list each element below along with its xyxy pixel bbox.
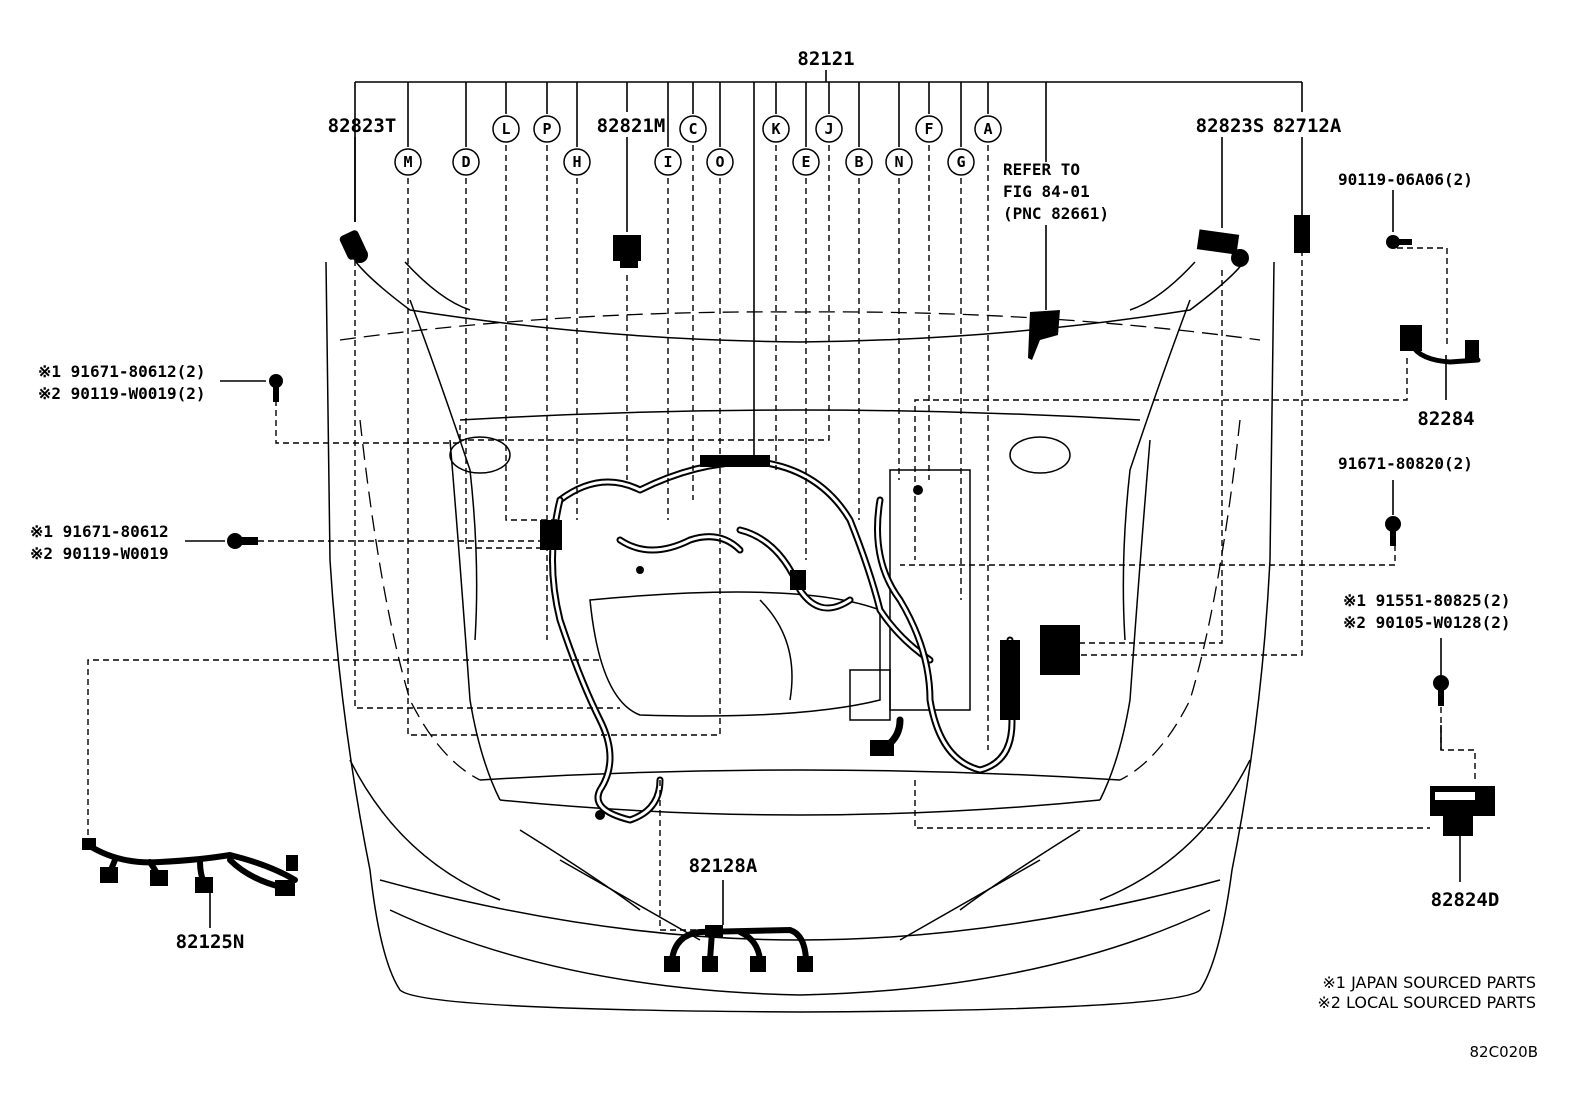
part-number-labels: 82121 82823T 82821M 82823S 82712A 82284 …: [176, 48, 1500, 953]
callout-M: [394, 148, 422, 176]
bolt-91551-80825-icon: [1433, 675, 1449, 706]
bolt-91671-80612-2-icon: [269, 374, 283, 402]
refer-line3: (PNC 82661): [1003, 204, 1109, 223]
label-82824D: 82824D: [1431, 889, 1500, 911]
label-82823T: 82823T: [328, 115, 397, 137]
fastener-labels: ※1 91671-80612(2) ※2 90119-W0019(2) ※1 9…: [30, 170, 1511, 632]
engine-wire-harness: [540, 455, 1080, 824]
connector-82823S-icon: [1196, 229, 1249, 267]
harness-82128A-icon: [664, 925, 813, 972]
leader-lines-82121: [354, 70, 1303, 455]
dashed-leaders: [87, 145, 1476, 931]
callout-F: [915, 115, 943, 143]
label-82284: 82284: [1417, 408, 1474, 430]
part-illustrations: [82, 215, 1495, 972]
connector-82823T-icon: [339, 230, 368, 263]
label-82823S: 82823S: [1196, 115, 1265, 137]
vehicle-body-outline: [325, 261, 1275, 1013]
fastener-2-line2: ※2 90119-W0019: [30, 544, 169, 563]
callout-L: [492, 115, 520, 143]
callout-O: [706, 148, 734, 176]
callout-N: [885, 148, 913, 176]
wire-82284-icon: [1400, 325, 1481, 365]
callout-A: [974, 115, 1002, 143]
callout-K: [762, 115, 790, 143]
bolt-90119-06A06-icon: [1386, 235, 1412, 249]
refer-to-note: REFER TO FIG 84-01 (PNC 82661): [1003, 160, 1109, 223]
relay-block-82824D-icon: [1430, 786, 1495, 836]
callout-J-label: J: [824, 120, 833, 138]
label-82121: 82121: [797, 48, 854, 70]
fastener-2-line1: ※1 91671-80612: [30, 522, 169, 541]
callout-P: [533, 115, 561, 143]
callout-I: [654, 148, 682, 176]
bolt-91671-80820-icon: [1385, 516, 1401, 546]
callout-K-label: K: [771, 120, 780, 138]
callout-F-label: F: [924, 120, 933, 138]
label-82821M: 82821M: [597, 115, 666, 137]
callout-E-label: E: [801, 153, 810, 171]
figure-code: 82C020B: [1470, 1043, 1538, 1061]
bracket-82661-icon: [1028, 310, 1060, 360]
callout-C-label: C: [688, 120, 697, 138]
fastener-3: 90119-06A06(2): [1338, 170, 1473, 189]
callout-H-label: H: [572, 153, 581, 171]
callout-A-label: A: [983, 120, 992, 138]
callout-H: [563, 148, 591, 176]
callout-G-label: G: [956, 153, 965, 171]
legend-notes: ※1 JAPAN SOURCED PARTS ※2 LOCAL SOURCED …: [1317, 973, 1538, 1061]
label-82128A: 82128A: [689, 855, 758, 877]
clamp-82712A-icon: [1294, 215, 1310, 253]
fastener-5-line1: ※1 91551-80825(2): [1343, 591, 1511, 610]
label-82125N: 82125N: [176, 931, 245, 953]
note-local-sourced: ※2 LOCAL SOURCED PARTS: [1317, 993, 1536, 1012]
callout-D-label: D: [461, 153, 470, 171]
fastener-1-line2: ※2 90119-W0019(2): [38, 384, 206, 403]
note-japan-sourced: ※1 JAPAN SOURCED PARTS: [1322, 973, 1536, 992]
callout-N-label: N: [894, 153, 903, 171]
callout-B-label: B: [854, 153, 863, 171]
callout-M-label: M: [403, 153, 412, 171]
callout-P-label: P: [542, 120, 551, 138]
callout-E: [792, 148, 820, 176]
callout-circles: M D L P H C I O K J E B N F G A: [394, 115, 1002, 176]
callout-C: [679, 115, 707, 143]
fastener-1-line1: ※1 91671-80612(2): [38, 362, 206, 381]
callout-I-label: I: [663, 153, 672, 171]
fastener-5-line2: ※2 90105-W0128(2): [1343, 613, 1511, 632]
callout-L-label: L: [501, 120, 510, 138]
bolt-91671-80612-icon: [227, 533, 258, 549]
label-82712A: 82712A: [1273, 115, 1342, 137]
refer-line2: FIG 84-01: [1003, 182, 1090, 201]
callout-J: [815, 115, 843, 143]
harness-82125N-icon: [82, 838, 298, 896]
callout-G: [947, 148, 975, 176]
callout-D: [452, 148, 480, 176]
callout-O-label: O: [715, 153, 724, 171]
refer-line1: REFER TO: [1003, 160, 1080, 179]
connector-82821M-icon: [613, 235, 641, 268]
callout-B: [845, 148, 873, 176]
fastener-4: 91671-80820(2): [1338, 454, 1473, 473]
